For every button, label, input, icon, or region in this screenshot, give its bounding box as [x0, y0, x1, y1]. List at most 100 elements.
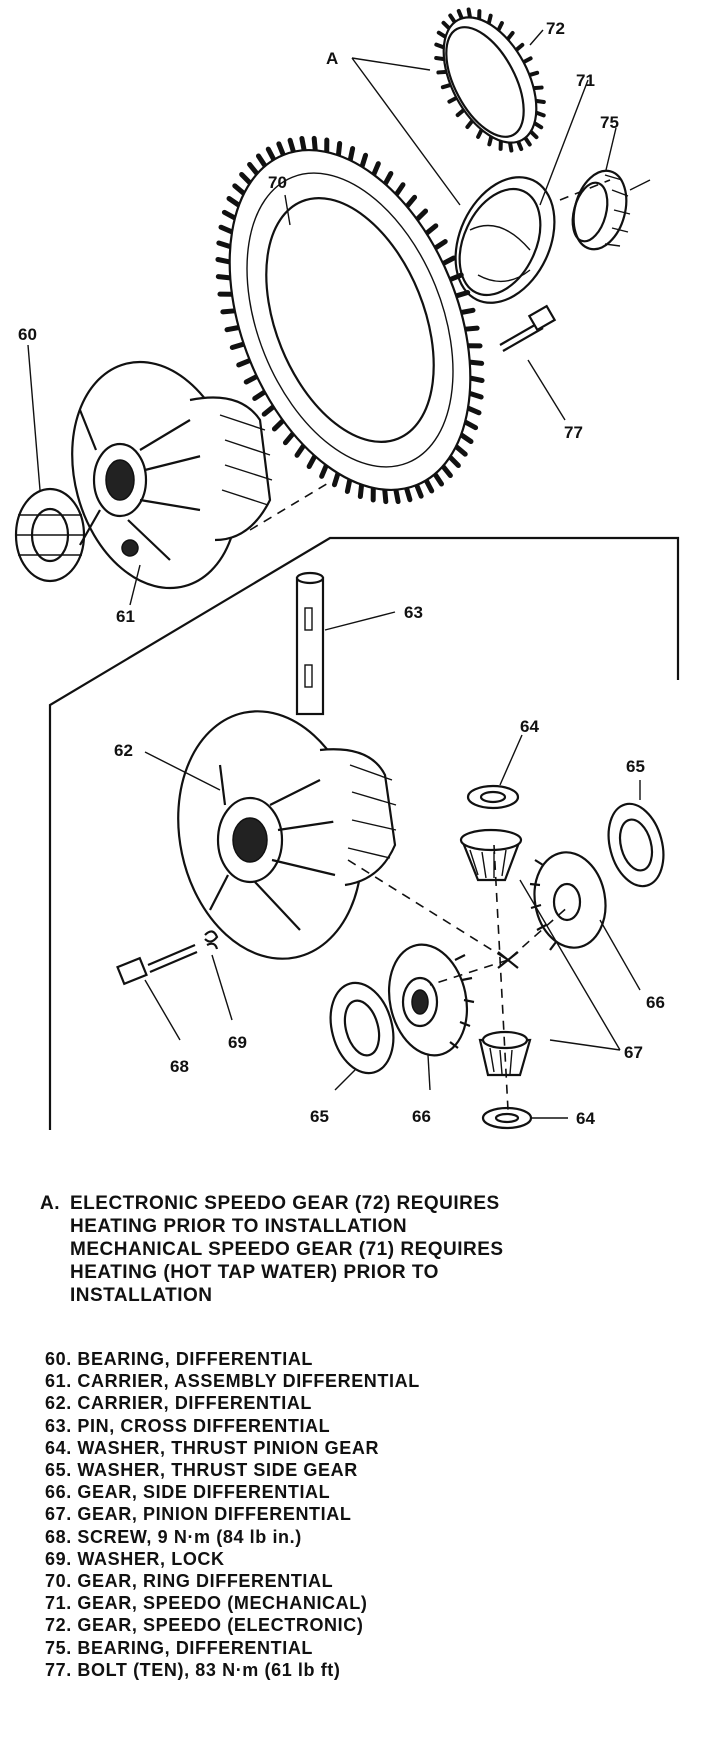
gear-tooth	[276, 141, 286, 158]
gear-tooth	[294, 442, 307, 458]
exploded-view-diagram: A 72 71 75 70 60 77 61 63 62 64 65 66 67…	[14, 7, 680, 1130]
gear-tooth	[221, 209, 238, 221]
gear-tooth	[243, 373, 260, 385]
gear-tooth	[453, 290, 471, 299]
gear-tooth	[432, 239, 448, 251]
gear-tooth	[514, 42, 525, 53]
gear-tooth	[528, 129, 539, 140]
gear-tooth	[344, 477, 353, 494]
gear-tooth	[496, 21, 504, 33]
gear-tooth	[247, 161, 260, 177]
callout-71: 71	[576, 71, 595, 90]
part-75-differential-bearing	[571, 169, 631, 251]
gear-tooth	[448, 13, 457, 25]
gear-tooth	[287, 137, 296, 155]
callout-66-bottom: 66	[412, 1107, 431, 1126]
callout-63: 63	[404, 603, 423, 622]
legend-item-70: 70. GEAR, RING DIFFERENTIAL	[45, 1571, 334, 1592]
gear-tooth	[265, 146, 277, 163]
legend-item-68: 68. SCREW, 9 N·m (84 lb in.)	[45, 1526, 302, 1547]
part-65-thrust-washer-left	[329, 981, 395, 1075]
legend-item-66: 66. GEAR, SIDE DIFFERENTIAL	[45, 1482, 331, 1503]
legend-item-69: 69. WASHER, LOCK	[45, 1548, 225, 1569]
installation-note: A. ELECTRONIC SPEEDO GEAR (72) REQUIRES …	[40, 1192, 690, 1307]
gear-tooth	[393, 487, 401, 505]
gear-tooth	[306, 453, 318, 470]
part-62-carrier	[177, 710, 397, 960]
part-65-thrust-washer-right	[607, 802, 665, 888]
callout-60: 60	[18, 325, 37, 344]
leader-lines	[27, 29, 651, 1119]
callout-62: 62	[114, 741, 133, 760]
gear-tooth	[486, 13, 493, 26]
gear-tooth	[359, 152, 369, 170]
gear-tooth	[319, 462, 329, 479]
callout-61: 61	[116, 607, 135, 626]
callout-69: 69	[228, 1033, 247, 1052]
gear-tooth	[382, 487, 389, 505]
note-line: HEATING (HOT TAP WATER) PRIOR TO	[70, 1262, 439, 1283]
callout-70: 70	[268, 173, 287, 192]
note-line: HEATING PRIOR TO INSTALLATION	[70, 1216, 408, 1237]
gear-tooth	[224, 324, 242, 333]
part-68-screw	[116, 943, 198, 986]
gear-tooth	[462, 419, 479, 431]
gear-tooth	[453, 443, 468, 457]
callout-77: 77	[564, 423, 583, 442]
gear-tooth	[404, 194, 418, 210]
callout-75: 75	[600, 113, 619, 132]
gear-tooth	[432, 471, 445, 487]
gear-tooth	[532, 121, 544, 130]
gear-tooth	[465, 405, 482, 416]
gear-tooth	[456, 9, 464, 21]
note-text: ELECTRONIC SPEEDO GEAR (72) REQUIRES HEA…	[70, 1192, 504, 1307]
part-61-carrier-assembly	[71, 360, 273, 590]
part-67-pinion-gear-top	[459, 828, 523, 882]
gear-tooth	[311, 135, 318, 153]
gear-tooth	[447, 95, 459, 104]
gear-tooth	[516, 139, 524, 151]
callout-67: 67	[624, 1043, 643, 1062]
gear-tooth	[455, 107, 466, 118]
gear-tooth	[282, 430, 296, 446]
gear-tooth	[236, 357, 253, 368]
gear-tooth	[458, 307, 476, 316]
gear-tooth	[252, 389, 268, 401]
gear-tooth	[393, 182, 406, 198]
gear-tooth	[447, 454, 461, 469]
exploded-view-bracket	[48, 536, 680, 1130]
gear-tooth	[423, 477, 435, 494]
gear-tooth	[533, 98, 546, 104]
gear-tooth	[465, 118, 475, 130]
gear-tooth	[357, 482, 365, 500]
callout-a: A	[326, 49, 338, 68]
gear-tooth	[347, 146, 356, 163]
gear-tooth	[467, 390, 484, 400]
note-line: MECHANICAL SPEEDO GEAR (71) REQUIRES	[70, 1239, 504, 1260]
legend-item-71: 71. GEAR, SPEEDO (MECHANICAL)	[45, 1593, 368, 1614]
gear-tooth	[466, 7, 473, 20]
gear-tooth	[521, 56, 533, 65]
gear-tooth	[335, 140, 343, 158]
gear-tooth	[382, 170, 394, 187]
legend-item-65: 65. WASHER, THRUST SIDE GEAR	[45, 1460, 358, 1481]
gear-tooth	[436, 69, 449, 75]
gear-tooth	[458, 432, 474, 445]
gear-tooth	[299, 135, 307, 153]
gear-tooth	[434, 42, 446, 50]
gear-tooth	[476, 127, 484, 139]
note-key: A.	[40, 1193, 60, 1214]
gear-tooth	[331, 470, 341, 488]
gear-tooth	[440, 255, 457, 267]
gear-tooth	[215, 257, 233, 265]
gear-tooth	[220, 308, 238, 315]
gear-tooth	[505, 30, 515, 42]
part-69-lock-washer	[204, 930, 219, 950]
gear-tooth	[434, 56, 447, 62]
legend-item-72: 72. GEAR, SPEEDO (ELECTRONIC)	[45, 1615, 364, 1636]
gear-tooth	[467, 359, 485, 366]
part-71-mechanical-speedo-gear	[454, 176, 556, 304]
gear-tooth	[255, 153, 268, 169]
callout-72: 72	[546, 19, 565, 38]
gear-tooth	[261, 404, 277, 417]
